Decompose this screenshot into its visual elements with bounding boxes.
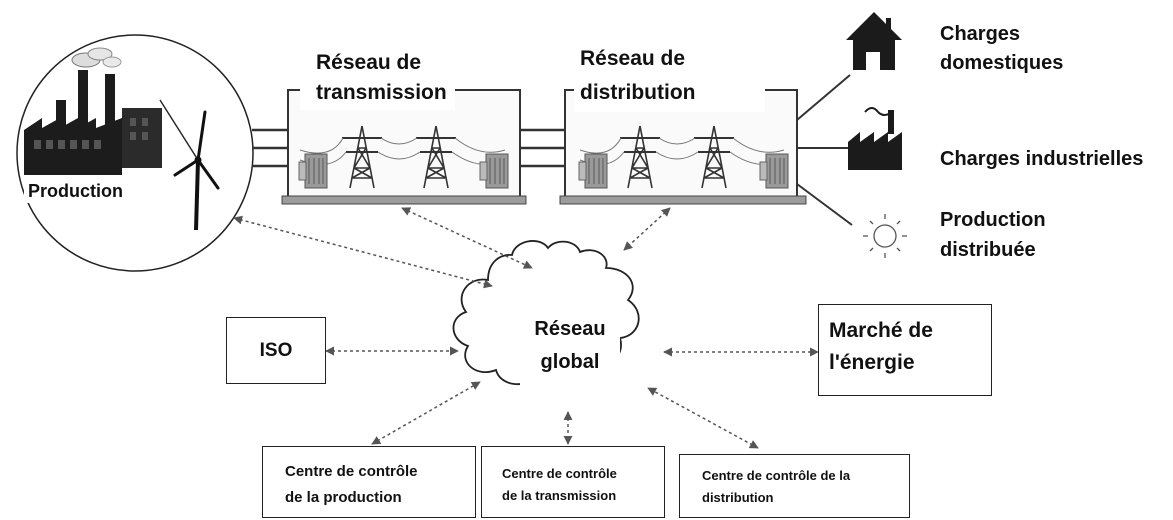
distributed-production-line1: Production <box>940 209 1046 231</box>
global-network-line1: Réseau <box>534 318 606 340</box>
global-network-label: Réseau global <box>520 313 620 387</box>
house-icon <box>846 12 902 70</box>
iso-box: ISO <box>226 317 326 384</box>
domestic-loads-line2: domestiques <box>940 52 1064 74</box>
transmission-control-line2: de la transmission <box>502 488 617 503</box>
energy-market-line1: Marché de <box>829 319 933 342</box>
sun-icon <box>863 214 907 258</box>
transmission-control-center-box: Centre de contrôle de la transmission <box>481 446 665 518</box>
distribution-control-line2: distribution <box>702 490 774 505</box>
energy-market-line2: l'énergie <box>829 351 915 374</box>
transmission-label: Réseau de transmission <box>300 48 455 110</box>
energy-market-box: Marché de l'énergie <box>818 304 992 396</box>
distribution-label: Réseau de distribution <box>574 42 766 112</box>
domestic-loads-line1: Charges <box>940 23 1021 45</box>
distributed-production-label: Production distribuée <box>940 205 1046 265</box>
industry-icon <box>848 107 902 170</box>
production-control-line2: de la production <box>285 489 402 506</box>
distributed-production-line2: distribuée <box>940 239 1036 261</box>
global-network-line2: global <box>540 351 600 373</box>
production-control-center-box: Centre de contrôle de la production <box>262 446 476 518</box>
iso-label: ISO <box>259 339 293 361</box>
industrial-loads-label: Charges industrielles <box>940 148 1144 170</box>
distribution-control-line1: Centre de contrôle de la <box>702 468 851 483</box>
power-lines <box>252 128 565 168</box>
distribution-label-line2: distribution <box>580 81 696 104</box>
transmission-label-line2: transmission <box>316 81 447 104</box>
production-label: Production <box>24 180 127 203</box>
wind-turbine-icon <box>159 99 220 230</box>
transmission-label-line1: Réseau de <box>316 51 422 74</box>
production-control-line1: Centre de contrôle <box>285 463 418 480</box>
domestic-loads-label: Charges domestiques <box>940 20 1063 78</box>
distribution-control-center-box: Centre de contrôle de la distribution <box>679 454 910 518</box>
load-feeders <box>796 74 853 226</box>
factory-icon <box>24 47 162 175</box>
transmission-control-line1: Centre de contrôle <box>502 466 617 481</box>
distribution-label-line1: Réseau de <box>580 47 686 70</box>
communication-links <box>233 207 819 449</box>
